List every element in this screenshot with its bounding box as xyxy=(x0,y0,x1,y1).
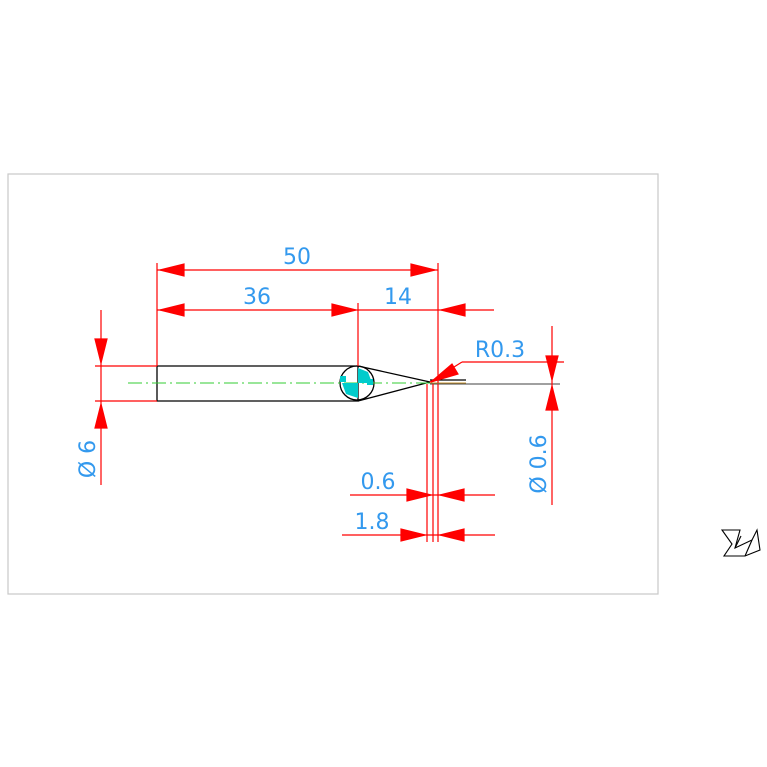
dim-text-50[interactable]: 50 xyxy=(283,245,311,270)
arrow-06-left xyxy=(406,488,432,502)
dim-text-r03[interactable]: R0.3 xyxy=(475,338,525,363)
arrow-36-left xyxy=(159,303,185,317)
dimension-texts: 50 36 14 R0.3 0.6 1.8 Ø 6 Ø 0.6 xyxy=(76,245,552,535)
dim-text-d06[interactable]: Ø 0.6 xyxy=(527,434,552,493)
arrow-r03 xyxy=(430,363,459,383)
arrow-14-right xyxy=(440,303,466,317)
paper-frame xyxy=(7,173,659,595)
selection-grips[interactable] xyxy=(340,368,373,398)
ucs-icon xyxy=(720,528,761,557)
arrow-06-right xyxy=(439,488,465,502)
arrow-50-right xyxy=(410,263,436,277)
dim-text-d6[interactable]: Ø 6 xyxy=(76,440,101,478)
grip-right[interactable] xyxy=(367,379,373,385)
arrow-50-left xyxy=(159,263,185,277)
grip-bottom[interactable] xyxy=(342,383,358,398)
arrow-d06-bottom xyxy=(545,385,559,411)
dimensions[interactable] xyxy=(94,263,564,542)
arrow-d6-top xyxy=(94,338,108,364)
arrow-18-left xyxy=(400,528,426,542)
dim-text-36[interactable]: 36 xyxy=(243,285,271,310)
arrow-36-right xyxy=(331,303,357,317)
dim-text-14[interactable]: 14 xyxy=(384,285,412,310)
dim-text-06[interactable]: 0.6 xyxy=(361,470,396,495)
arrow-d6-bottom xyxy=(94,403,108,429)
grip-left[interactable] xyxy=(340,376,346,382)
arrow-d06-top xyxy=(545,355,559,381)
dim-text-18[interactable]: 1.8 xyxy=(355,510,390,535)
arrow-18-right xyxy=(439,528,465,542)
